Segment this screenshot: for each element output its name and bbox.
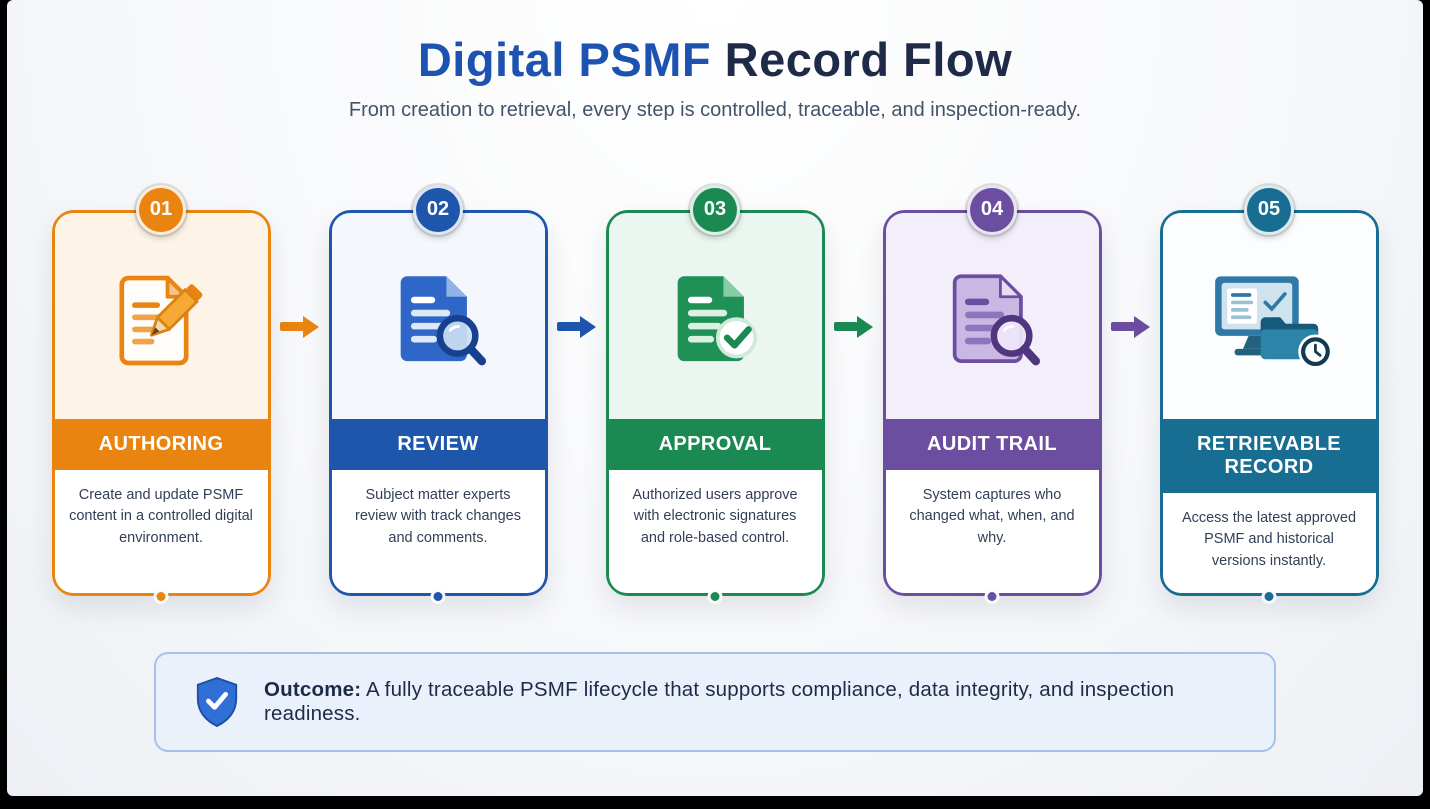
step-number-badge: 04: [967, 184, 1017, 235]
step-title: REVIEW: [331, 418, 545, 470]
step-icon-area: [1162, 212, 1376, 419]
step-number: 03: [703, 198, 727, 221]
page-header: Digital PSMF Record Flow From creation t…: [7, 0, 1423, 122]
step-title: AUDIT TRAIL: [885, 418, 1099, 470]
document-pencil-icon: [100, 265, 222, 382]
step-dot: [707, 588, 723, 604]
step-dot: [984, 588, 1000, 604]
step-number: 02: [426, 198, 450, 221]
step-card-review: 02 REVIEW: [328, 184, 548, 604]
flow-arrow-icon: [1102, 316, 1160, 338]
document-magnifier-icon: [377, 265, 499, 382]
step-number-badge: 01: [136, 184, 186, 235]
page-title-primary: Digital PSMF: [417, 33, 712, 86]
step-card-authoring: 01: [51, 184, 271, 604]
page-subtitle: From creation to retrieval, every step i…: [348, 98, 1082, 121]
step-title: AUTHORING: [54, 418, 268, 470]
step-description: Access the latest approved PSMF and hist…: [1162, 492, 1376, 593]
step-number-badge: 02: [413, 184, 463, 235]
process-flow: 01: [7, 184, 1423, 604]
step-icon-area: [608, 212, 822, 419]
document-check-icon: [654, 265, 776, 382]
step-card-retrievable-record: 05: [1159, 184, 1379, 604]
step-number-badge: 05: [1244, 184, 1294, 235]
outcome-label: Outcome:: [264, 677, 362, 701]
step-icon-area: [885, 212, 1099, 419]
step-number: 05: [1257, 198, 1281, 221]
infographic-canvas: Digital PSMF Record Flow From creation t…: [7, 0, 1423, 796]
flow-arrow-icon: [825, 316, 883, 338]
step-title: APPROVAL: [608, 418, 822, 470]
outcome-text: Outcome: A fully traceable PSMF lifecycl…: [264, 678, 1236, 726]
step-dot: [153, 588, 169, 604]
step-description: System captures who changed what, when, …: [885, 469, 1099, 593]
outcome-description: A fully traceable PSMF lifecycle that su…: [264, 677, 1175, 725]
step-number: 01: [149, 198, 173, 221]
step-icon-area: [54, 212, 268, 419]
monitor-archive-clock-icon: [1204, 265, 1334, 382]
step-title: RETRIEVABLE RECORD: [1162, 418, 1376, 493]
flow-arrow-icon: [271, 316, 329, 338]
step-dot: [1261, 588, 1277, 604]
page-title: Digital PSMF Record Flow: [7, 34, 1423, 86]
step-dot: [430, 588, 446, 604]
outcome-banner: Outcome: A fully traceable PSMF lifecycl…: [154, 651, 1276, 752]
step-description: Create and update PSMF content in a cont…: [54, 469, 268, 593]
step-description: Authorized users approve with electronic…: [608, 469, 822, 593]
step-number: 04: [980, 198, 1004, 221]
step-description: Subject matter experts review with track…: [331, 469, 545, 593]
document-audit-magnifier-icon: [931, 265, 1053, 382]
step-icon-area: [331, 212, 545, 419]
step-number-badge: 03: [690, 184, 740, 235]
page-title-secondary: Record Flow: [711, 33, 1013, 86]
shield-check-icon: [194, 676, 240, 728]
flow-arrow-icon: [548, 316, 606, 338]
step-card-audit-trail: 04 AUDIT TRAIL: [882, 184, 1102, 604]
step-card-approval: 03 APPROVAL Authorized: [605, 184, 825, 604]
